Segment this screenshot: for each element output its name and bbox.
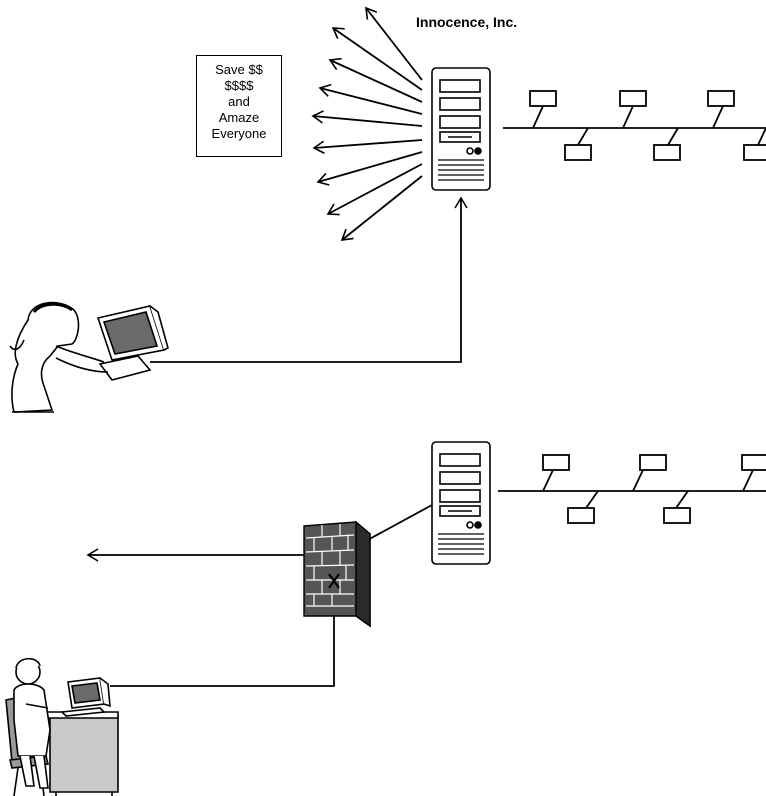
hacker-at-computer-icon (9, 301, 169, 413)
lan-bus-icon (498, 454, 766, 524)
spam-arrow (365, 6, 423, 81)
spam-broadcast-arrows (311, 6, 423, 241)
spam-line-2: $$$$ (224, 78, 254, 93)
firewall-wall-icon (303, 520, 371, 628)
spam-arrow (312, 139, 423, 154)
spam-arrow (328, 57, 423, 103)
spam-arrow (340, 175, 423, 241)
company-label: Innocence, Inc. (416, 14, 518, 30)
hacker-connection (150, 196, 468, 363)
spam-arrow (316, 151, 423, 186)
spam-line-5: Everyone (211, 126, 267, 141)
firewall-connections (86, 504, 433, 687)
spam-arrow (311, 110, 423, 127)
spam-arrow (326, 163, 423, 216)
spam-arrow (331, 27, 423, 91)
server-tower-icon (431, 67, 491, 191)
spam-arrow (318, 83, 423, 115)
server-tower-icon (431, 441, 491, 565)
worker-at-desk-icon (5, 657, 119, 796)
spam-message-box: Save $$ $$$$ and Amaze Everyone (196, 55, 282, 157)
spam-line-1: Save $$ (215, 62, 263, 77)
lan-bus-icon (503, 90, 766, 161)
spam-line-4: Amaze (218, 110, 260, 125)
spam-line-3: and (228, 94, 250, 109)
